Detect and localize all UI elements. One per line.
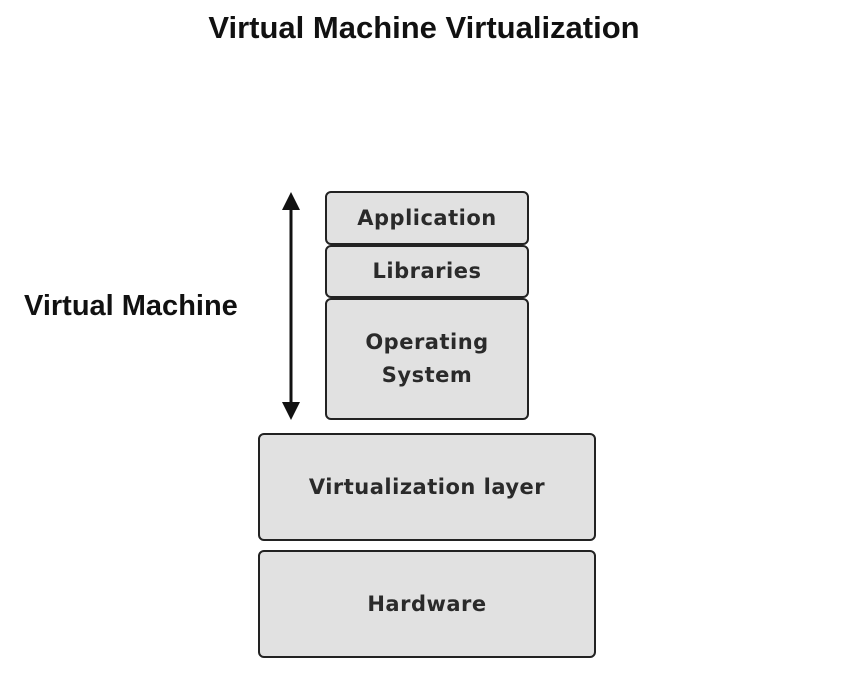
hardware-layer: Hardware — [258, 550, 596, 658]
operating-system-label-line2: System — [381, 363, 473, 387]
virtualization-layer-label: Virtualization layer — [308, 474, 546, 499]
diagram-title: Virtual Machine Virtualization — [208, 10, 640, 45]
libraries-layer: Libraries — [325, 245, 529, 298]
virtualization-layer: Virtualization layer — [258, 433, 596, 541]
application-label: Application — [357, 205, 497, 230]
double-headed-arrow-icon — [282, 192, 300, 420]
application-layer: Application — [325, 191, 529, 245]
libraries-label: Libraries — [372, 259, 482, 283]
operating-system-layer: Operating System — [325, 298, 529, 420]
hardware-label: Hardware — [367, 591, 487, 616]
operating-system-label-line1: Operating — [365, 330, 489, 354]
operating-system-label: Operating System — [365, 326, 488, 392]
virtual-machine-label: Virtual Machine — [24, 290, 238, 322]
